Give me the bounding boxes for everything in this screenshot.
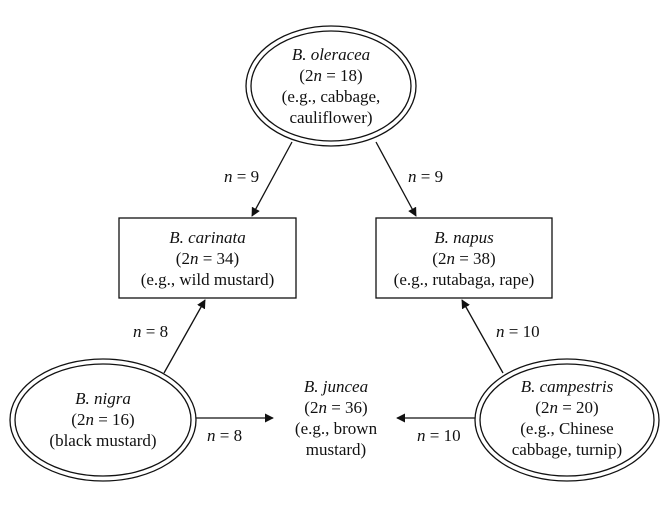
- edge-label-oleracea-napus: n = 9: [408, 167, 444, 186]
- edge-label-campestris-juncea: n = 10: [417, 426, 461, 445]
- juncea-node: B. juncea (2n = 36) (e.g., brown mustard…: [266, 376, 406, 460]
- edge-oleracea-napus: [375, 141, 417, 217]
- oleracea-example-line-2: cauliflower): [289, 108, 373, 127]
- campestris-example-line-1: (e.g., Chinese: [520, 419, 614, 438]
- oleracea-chromosomes: (2n = 18): [299, 66, 363, 85]
- campestris-node-shape: [474, 358, 660, 482]
- napus-example-line-1: (e.g., rutabaga, rape): [393, 270, 535, 289]
- edge-label-campestris-napus: n = 10: [496, 322, 540, 341]
- nigra-example-line-1: (black mustard): [49, 431, 157, 450]
- campestris-name: B. campestris: [520, 377, 614, 396]
- nigra-chromosomes: (2n = 16): [71, 410, 135, 429]
- napus-node-shape: [375, 217, 553, 299]
- edge-oleracea-carinata: [251, 141, 293, 217]
- oleracea-name: B. oleracea: [291, 45, 371, 64]
- carinata-name: B. carinata: [169, 228, 246, 247]
- juncea-example-line-1: (e.g., brown: [294, 419, 378, 438]
- edge-label-nigra-juncea: n = 8: [207, 426, 243, 445]
- nigra-name: B. nigra: [75, 389, 131, 408]
- edge-nigra-carinata: [163, 299, 206, 374]
- juncea-chromosomes: (2n = 36): [304, 398, 368, 417]
- oleracea-example-line-1: (e.g., cabbage,: [281, 87, 381, 106]
- campestris-chromosomes: (2n = 20): [535, 398, 599, 417]
- carinata-example-line-1: (e.g., wild mustard): [140, 270, 275, 289]
- nigra-node-shape: [9, 358, 197, 482]
- edge-label-nigra-carinata: n = 8: [133, 322, 169, 341]
- oleracea-node: B. oleracea (2n = 18) (e.g., cabbage, ca…: [251, 44, 411, 128]
- edge-campestris-napus: [461, 299, 504, 374]
- juncea-name: B. juncea: [303, 377, 369, 396]
- napus-node: B. napus (2n = 38) (e.g., rutabaga, rape…: [376, 227, 552, 290]
- napus-chromosomes: (2n = 38): [432, 249, 496, 268]
- carinata-node-shape: [118, 217, 297, 299]
- juncea-example-line-2: mustard): [305, 440, 367, 459]
- napus-name: B. napus: [434, 228, 494, 247]
- carinata-node: B. carinata (2n = 34) (e.g., wild mustar…: [119, 227, 296, 290]
- campestris-example-line-2: cabbage, turnip): [511, 440, 623, 459]
- campestris-node: B. campestris (2n = 20) (e.g., Chinese c…: [492, 376, 642, 460]
- carinata-chromosomes: (2n = 34): [175, 249, 240, 268]
- nigra-node: B. nigra (2n = 16) (black mustard): [28, 388, 178, 451]
- oleracea-node-shape: [245, 25, 417, 147]
- edge-label-oleracea-carinata: n = 9: [224, 167, 260, 186]
